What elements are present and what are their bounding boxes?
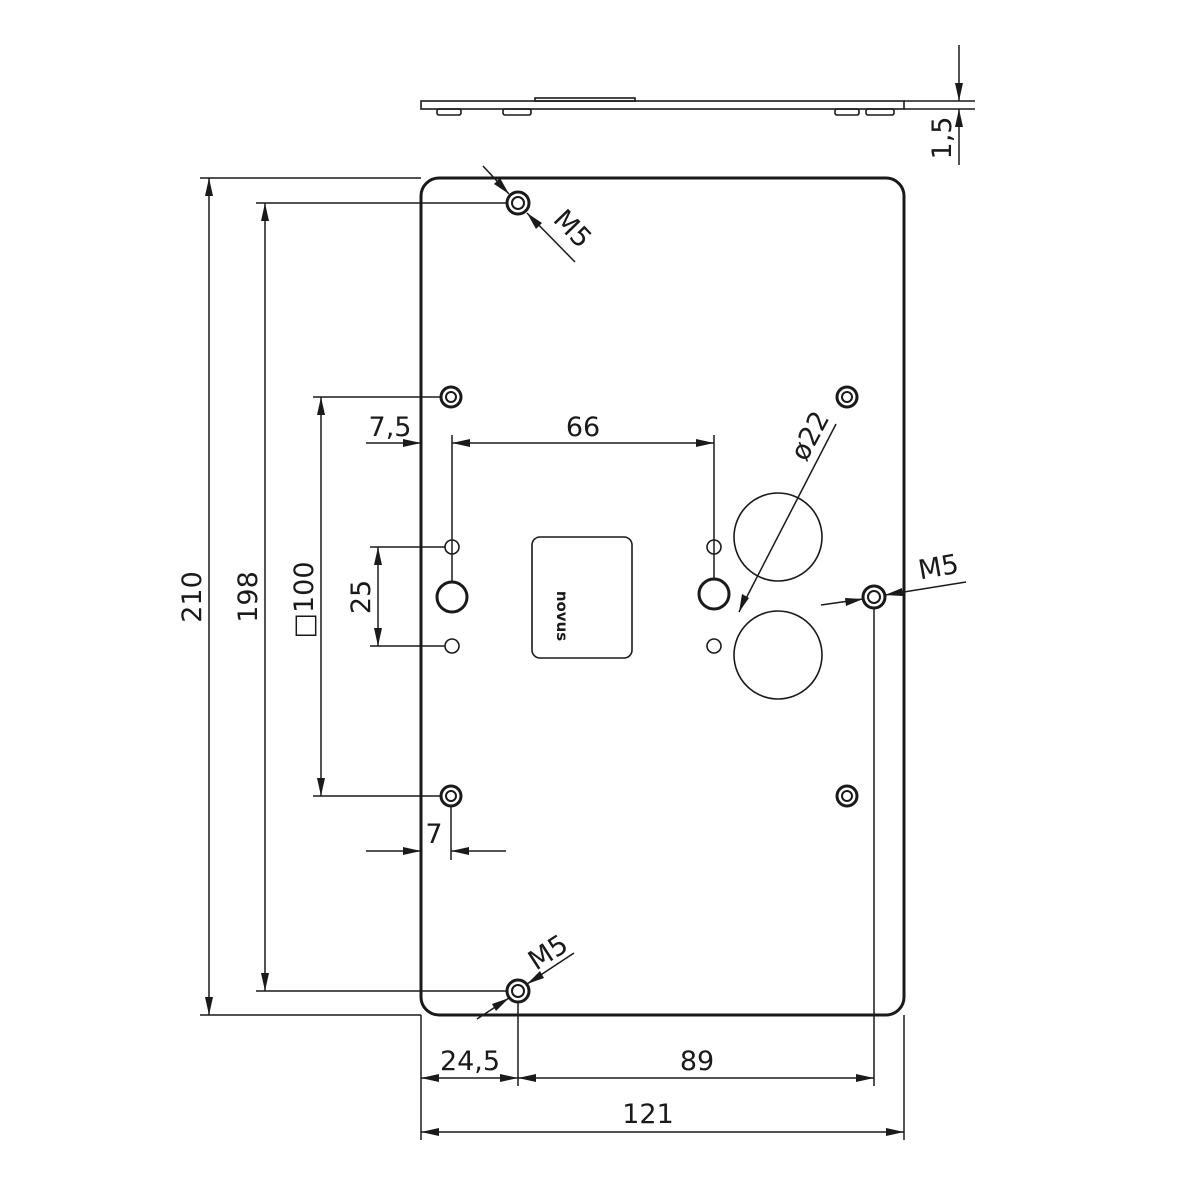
dimension-89: 89 [680, 1046, 714, 1077]
dimension-198: 198 [233, 202, 507, 992]
dimension-24-5: 24,5 [440, 1046, 500, 1077]
svg-text:198: 198 [233, 571, 264, 623]
brand-logo: novus [553, 591, 571, 641]
vesa-hole [439, 385, 463, 409]
dimension-210: 210 [177, 177, 421, 1016]
m5-callout-right: M5 [820, 549, 967, 606]
svg-text:66: 66 [566, 412, 600, 443]
svg-text:7: 7 [425, 819, 442, 850]
cable-cutout-bottom [733, 610, 823, 700]
m5-hole-right [861, 584, 887, 610]
m5-callout-top: M5 [482, 165, 597, 263]
vesa-hole [439, 784, 463, 808]
dimension-7-5: 7,5 [369, 412, 412, 443]
svg-text:ø22: ø22 [785, 406, 836, 465]
svg-text:210: 210 [177, 571, 208, 623]
cable-cutout-top [733, 492, 823, 582]
dimension-diameter-22: ø22 [738, 406, 837, 613]
dimension-121: 121 [622, 1099, 674, 1130]
dimension-66: 7,5 66 [366, 412, 715, 582]
dimension-vesa-100: □100 [289, 396, 441, 797]
plate-outline [419, 176, 906, 1017]
dimension-25: 25 [346, 546, 445, 647]
dimension-thickness: 1,5 [927, 117, 958, 160]
large-hole [435, 580, 469, 614]
vesa-hole [835, 385, 859, 409]
vesa-hole [835, 784, 859, 808]
m5-hole-bottom [505, 978, 531, 1004]
svg-text:M5: M5 [547, 204, 597, 255]
dimension-7: 7 [366, 806, 506, 860]
m5-callout-bottom: M5 [476, 929, 575, 1020]
svg-text:M5: M5 [523, 929, 574, 977]
large-hole [697, 577, 731, 611]
svg-text:25: 25 [346, 580, 377, 614]
m5-hole-top [505, 190, 531, 216]
front-view: novus [419, 176, 906, 1017]
svg-text:M5: M5 [916, 549, 961, 587]
small-hole [444, 638, 460, 654]
logo-plate [531, 536, 633, 659]
svg-text:□100: □100 [289, 561, 320, 638]
side-view-plate [420, 100, 905, 110]
side-view: 1,5 [420, 45, 975, 165]
small-hole [706, 638, 722, 654]
dimension-bottom-chain: 24,5 89 121 [420, 608, 905, 1140]
